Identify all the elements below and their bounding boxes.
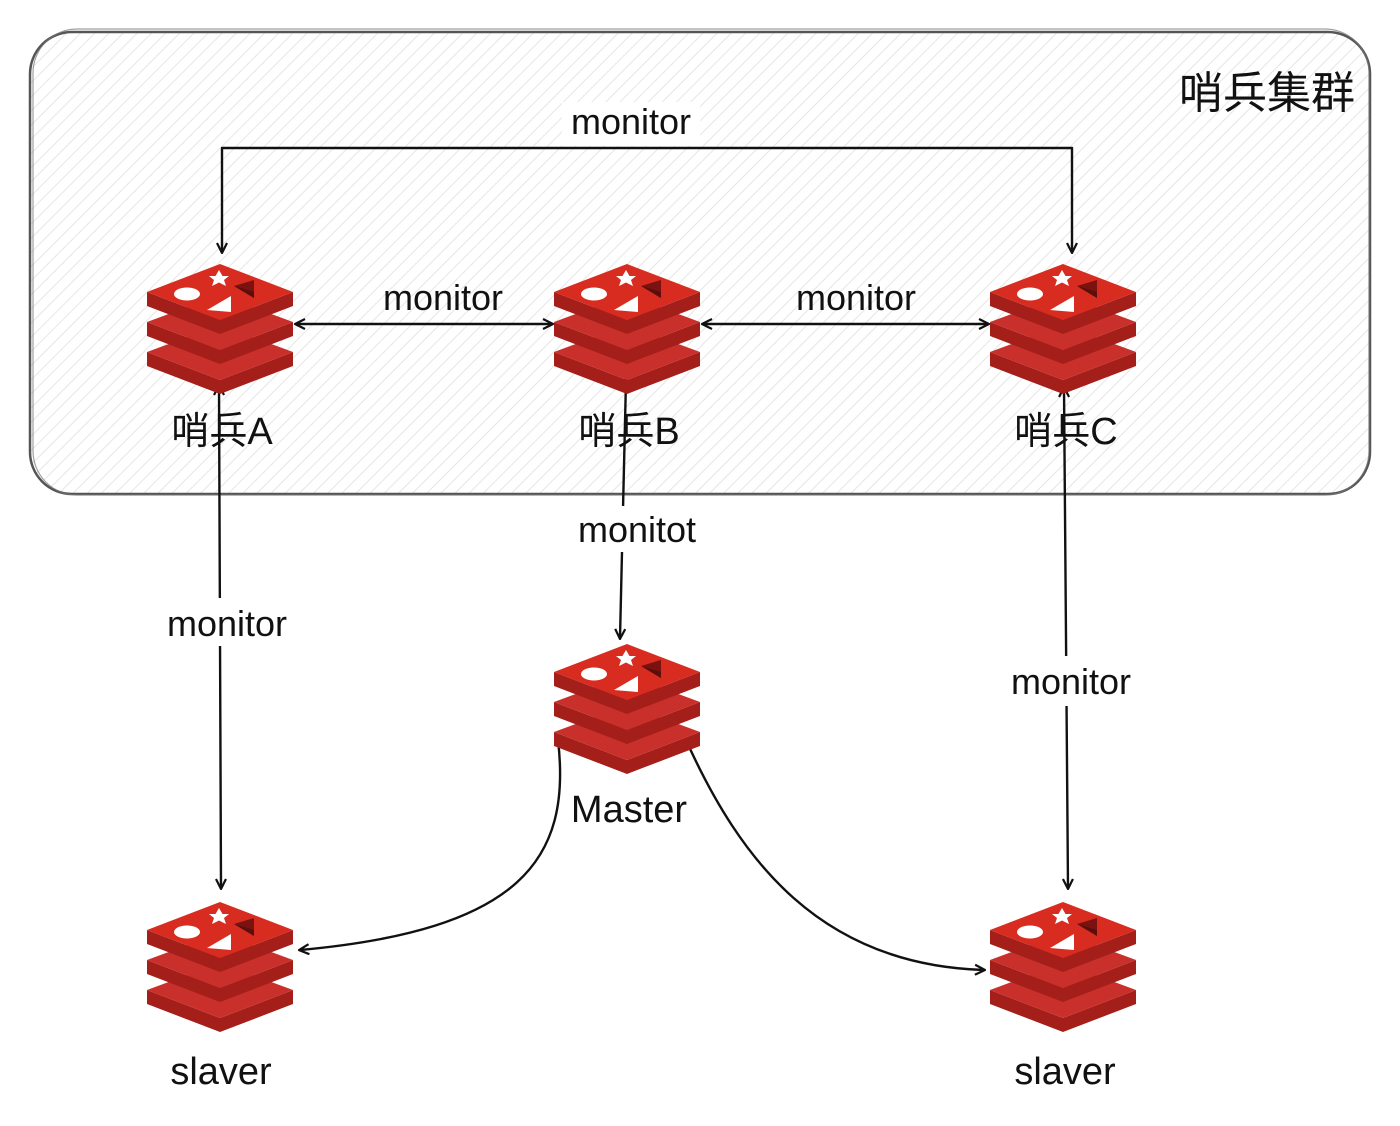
- sentinel-c-label: 哨兵C: [1014, 411, 1117, 453]
- sentinel-b-label: 哨兵B: [578, 411, 679, 453]
- edge-label-c-slave: monitor: [1011, 661, 1131, 702]
- edge-master-slave-left: [300, 738, 562, 950]
- slave-right-redis-icon: [990, 902, 1136, 1032]
- slave-left-redis-icon: [147, 902, 293, 1032]
- edge-label-a-c: monitor: [571, 101, 691, 142]
- slave-left-label: slaver: [170, 1051, 272, 1093]
- edge-label-b-c: monitor: [796, 277, 916, 318]
- edge-label-b-master: monitot: [578, 509, 696, 550]
- edge-c-slave: [1064, 388, 1068, 888]
- slave-right-label: slaver: [1014, 1051, 1116, 1093]
- edge-master-slave-right: [684, 738, 984, 970]
- master-redis-icon: [554, 644, 700, 774]
- edge-label-a-b: monitor: [383, 277, 503, 318]
- edge-a-c-top: [222, 146, 1072, 252]
- master-label: Master: [571, 789, 687, 831]
- edge-label-a-slave: monitor: [167, 603, 287, 644]
- sentinel-a-label: 哨兵A: [171, 411, 273, 453]
- cluster-title: 哨兵集群: [1179, 68, 1355, 119]
